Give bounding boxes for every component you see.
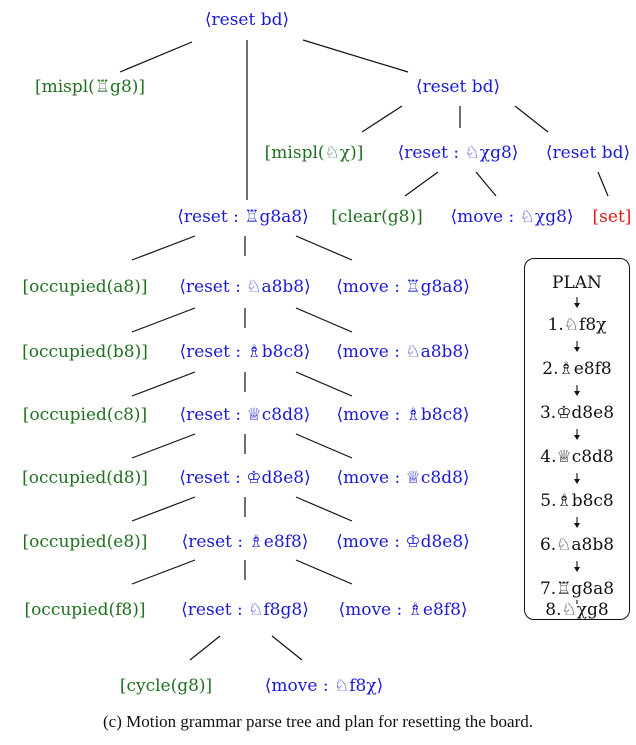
node-occupied: [occupied(f8)] [24, 600, 145, 620]
node-move-piece: ⟨move : ♔d8e8⟩ [336, 532, 470, 552]
node-occupied: [occupied(c8)] [23, 405, 147, 425]
plan-step: 6.♘a8b8 [540, 535, 614, 555]
edge [295, 371, 353, 397]
edge [302, 39, 409, 73]
plan-step: 4.♕c8d8 [540, 447, 614, 467]
plan-arrow-head [574, 479, 580, 484]
edge [295, 235, 353, 261]
node-move-piece: ⟨move : ♗e8f8⟩ [338, 600, 467, 620]
plan-arrow-head [574, 347, 580, 352]
node-mispl-knight: [mispl(♘χ)] [265, 143, 364, 163]
node-reset-piece: ⟨reset : ♕c8d8⟩ [180, 405, 311, 425]
node-reset-piece: ⟨reset : ♗b8c8⟩ [180, 342, 311, 362]
plan-panel: PLAN 1.♘f8χ 2.♗e8f8 3.♔d8e8 4.♕c8d8 5.♗b… [540, 273, 614, 599]
node-move-knight-g8: ⟨move : ♘χg8⟩ [450, 207, 573, 227]
plan-arrow-head [574, 523, 580, 528]
plan-step: 3.♔d8e8 [540, 403, 614, 423]
node-reset-piece: ⟨reset : ♔d8e8⟩ [179, 468, 310, 488]
edge [119, 41, 193, 73]
node-move-piece: ⟨move : ♘a8b8⟩ [336, 342, 470, 362]
edge [271, 635, 303, 661]
plan-step: 1.♘f8χ [548, 315, 607, 335]
node-mispl-rook: [mispl(♖g8)] [35, 77, 145, 97]
node-clear-g8: [clear(g8)] [331, 207, 423, 227]
node-occupied: [occupied(a8)] [23, 277, 148, 297]
edge [514, 105, 549, 133]
edge [295, 559, 353, 585]
node-reset-piece: ⟨reset : ♘a8b8⟩ [179, 277, 311, 297]
plan-step: 2.♗e8f8 [542, 359, 611, 379]
node-move-piece: ⟨move : ♕c8d8⟩ [336, 468, 469, 488]
plan-arrow-head [574, 567, 580, 572]
plan-arrow-head [574, 303, 580, 308]
edge [361, 105, 403, 133]
node-reset-piece: ⟨reset : ♘f8g8⟩ [181, 600, 309, 620]
edge [295, 433, 353, 459]
node-reset-piece: ⟨reset : ♗e8f8⟩ [182, 532, 309, 552]
plan-step: 7.♖g8a8 [540, 579, 614, 599]
edge [131, 371, 196, 397]
plan-step-last: 8.♘χg8 [545, 600, 609, 620]
node-reset-bd-3: ⟨reset bd⟩ [546, 143, 630, 163]
edge [295, 307, 353, 333]
node-root-reset-bd: ⟨reset bd⟩ [205, 10, 289, 30]
edge [189, 635, 221, 661]
edge [475, 171, 497, 197]
edge [131, 235, 196, 261]
edge [131, 496, 196, 522]
plan-title: PLAN [552, 273, 602, 293]
node-move-knight-f8: ⟨move : ♘f8χ⟩ [265, 676, 383, 696]
node-reset-bd-2: ⟨reset bd⟩ [416, 77, 500, 97]
edge [404, 171, 439, 197]
edge [295, 496, 353, 522]
plan-tail [576, 600, 578, 604]
plan-box [524, 258, 630, 620]
edge [131, 307, 196, 333]
figure-caption: (c) Motion grammar parse tree and plan f… [102, 712, 534, 731]
tree-edges [119, 39, 609, 661]
plan-step: 5.♗b8c8 [540, 491, 614, 511]
edge [131, 559, 196, 585]
edge [131, 433, 196, 459]
edge [597, 171, 609, 197]
plan-arrow-head [574, 391, 580, 396]
node-occupied: [occupied(e8)] [23, 532, 148, 552]
plan-arrow-head [574, 435, 580, 440]
node-cycle-g8: [cycle(g8)] [120, 676, 212, 696]
node-occupied: [occupied(d8)] [22, 468, 148, 488]
node-move-piece: ⟨move : ♗b8c8⟩ [336, 405, 469, 425]
node-reset-knight-g8: ⟨reset : ♘χg8⟩ [398, 143, 519, 163]
node-set: [set] [593, 207, 632, 227]
node-reset-rook: ⟨reset : ♖g8a8⟩ [177, 207, 309, 227]
node-occupied: [occupied(b8)] [22, 342, 148, 362]
node-move-piece: ⟨move : ♖g8a8⟩ [336, 277, 470, 297]
